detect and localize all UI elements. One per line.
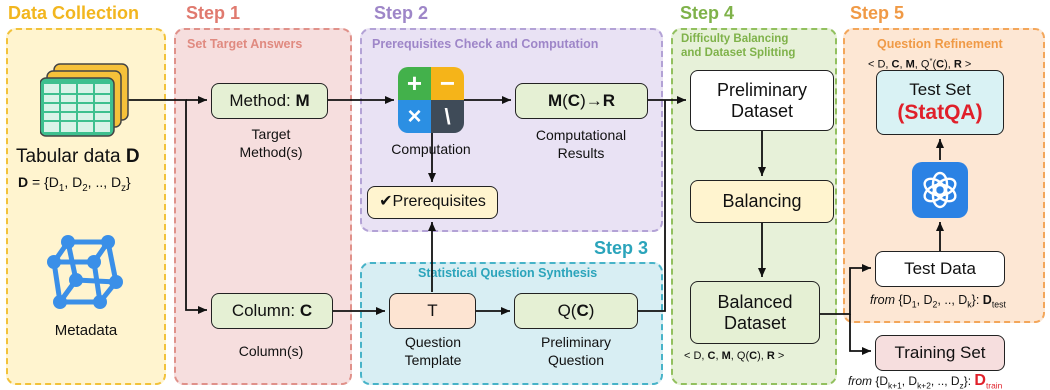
test-set-node: Test Set (StatQA) bbox=[876, 70, 1004, 135]
prerequisites-node: ✔Prerequisites bbox=[367, 186, 498, 219]
test-set-tuple: < D, C, M, Q*(C), R > bbox=[868, 56, 972, 71]
times-icon: × bbox=[398, 100, 431, 133]
spreadsheet-icon bbox=[40, 63, 129, 137]
column-node: Column: C bbox=[211, 293, 333, 329]
computational-result-node: M(C) → R bbox=[515, 83, 648, 119]
divide-icon: \ bbox=[431, 100, 464, 133]
balancing-node: Balancing bbox=[690, 180, 834, 223]
step5-title: Step 5 bbox=[850, 3, 905, 23]
metadata-network-icon bbox=[47, 235, 123, 309]
method-node: Method: M bbox=[211, 83, 328, 119]
test-data-node: Test Data bbox=[875, 251, 1005, 287]
check-icon: ✔ bbox=[379, 193, 393, 211]
step3-title: Step 3 bbox=[594, 238, 649, 258]
training-set-source: from {Dk+1, Dk+2, .., Dz}: Dtrain bbox=[848, 372, 1003, 390]
preliminary-question-caption: Preliminary Question bbox=[540, 334, 611, 368]
data-collection-title: Data Collection bbox=[8, 3, 140, 23]
question-template-node: T bbox=[389, 293, 476, 329]
prereq-check-subtitle: Prerequisites Check and Computation bbox=[372, 37, 599, 51]
openai-logo-icon bbox=[912, 162, 968, 218]
column-caption: Column(s) bbox=[238, 343, 304, 359]
set-target-subtitle: Set Target Answers bbox=[187, 37, 303, 51]
test-data-source: from {D1, D2, .., Dk}: Dtest bbox=[870, 293, 1006, 310]
method-caption: Target Method(s) bbox=[239, 126, 303, 160]
difficulty-subtitle-line1: Difficulty Balancing bbox=[681, 33, 789, 45]
preliminary-question-node: Q(C) bbox=[514, 293, 638, 329]
calculator-icon: + − × \ bbox=[398, 67, 464, 133]
balanced-dataset-tuple: < D, C, M, Q(C), R > bbox=[684, 350, 785, 362]
difficulty-subtitle-line2: and Dataset Splitting bbox=[681, 47, 796, 59]
tabular-data-set: D = {D1, D2, .., Dz} bbox=[18, 174, 131, 194]
training-set-node: Training Set bbox=[875, 335, 1005, 371]
question-refinement-subtitle: Question Refinement bbox=[877, 37, 1003, 51]
step4-title: Step 4 bbox=[680, 3, 735, 23]
step1-title: Step 1 bbox=[186, 3, 241, 23]
tabular-data-label: Tabular data D bbox=[16, 146, 140, 167]
statqa-label: (StatQA) bbox=[897, 101, 983, 125]
step2-title: Step 2 bbox=[374, 3, 429, 23]
computational-result-caption: Computational Results bbox=[535, 127, 627, 161]
minus-icon: − bbox=[431, 67, 464, 100]
question-template-caption: Question Template bbox=[404, 334, 462, 368]
metadata-label: Metadata bbox=[54, 322, 118, 339]
computation-caption: Computation bbox=[391, 141, 471, 157]
plus-icon: + bbox=[398, 67, 431, 100]
stat-question-subtitle: Statistical Question Synthesis bbox=[418, 266, 598, 280]
